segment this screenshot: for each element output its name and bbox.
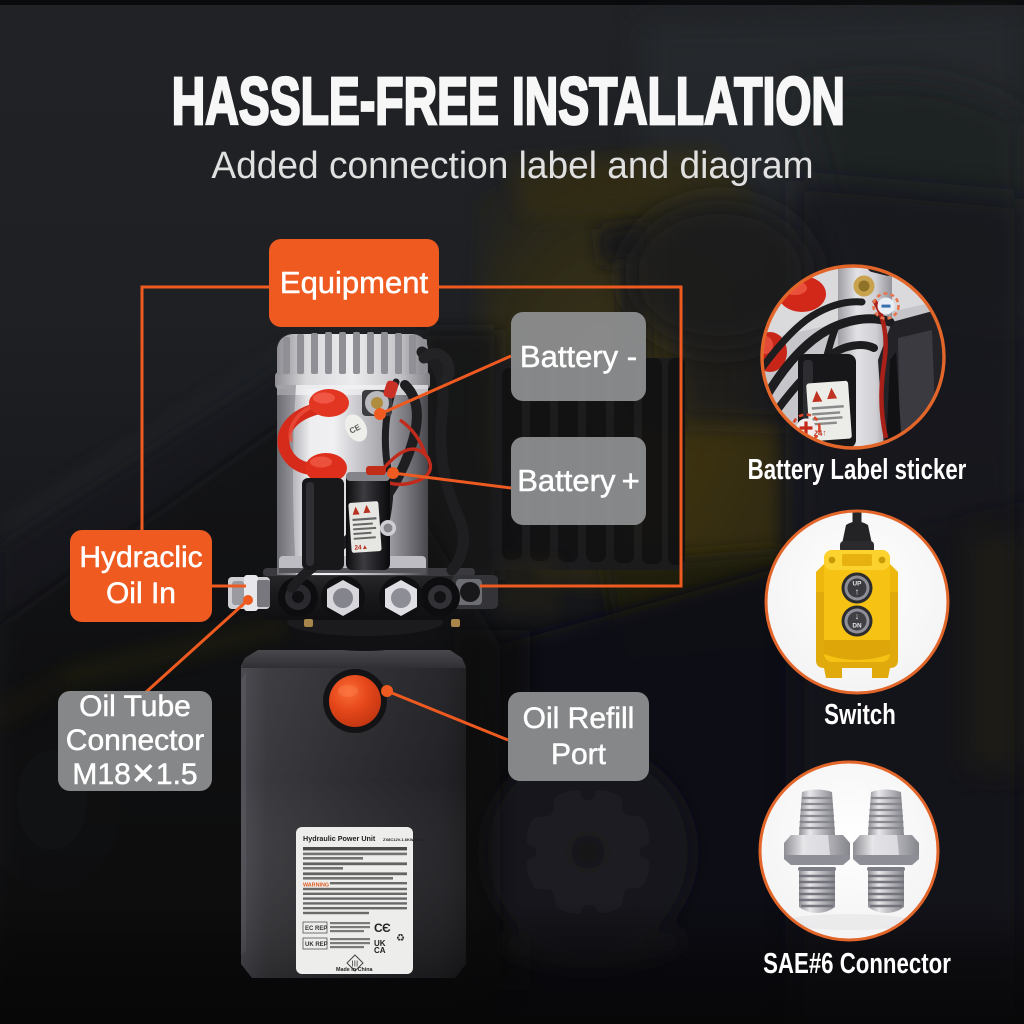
svg-text:24▲: 24▲ bbox=[354, 544, 368, 552]
svg-text:Made In China: Made In China bbox=[336, 967, 374, 973]
svg-text:CЄ: CЄ bbox=[374, 921, 391, 935]
svg-text:UP: UP bbox=[853, 581, 863, 588]
svg-text:DN: DN bbox=[852, 623, 862, 630]
svg-text:III: III bbox=[352, 960, 359, 969]
svg-text:♻: ♻ bbox=[396, 933, 405, 944]
svg-text:WARNING: WARNING bbox=[303, 883, 329, 889]
svg-text:UK: UK bbox=[374, 939, 386, 948]
svg-text:UK REP: UK REP bbox=[305, 942, 328, 948]
svg-text:↑: ↑ bbox=[855, 586, 860, 596]
svg-text:Hydraulic Power Unit: Hydraulic Power Unit bbox=[303, 834, 376, 843]
svg-text:EC REP: EC REP bbox=[305, 926, 327, 932]
svg-text:ZX8C12V-1.6KW-S-8L: ZX8C12V-1.6KW-S-8L bbox=[383, 837, 424, 842]
svg-text:CA: CA bbox=[374, 946, 386, 955]
svg-text:↓: ↓ bbox=[855, 611, 860, 621]
svg-text:24↑: 24↑ bbox=[813, 428, 827, 438]
